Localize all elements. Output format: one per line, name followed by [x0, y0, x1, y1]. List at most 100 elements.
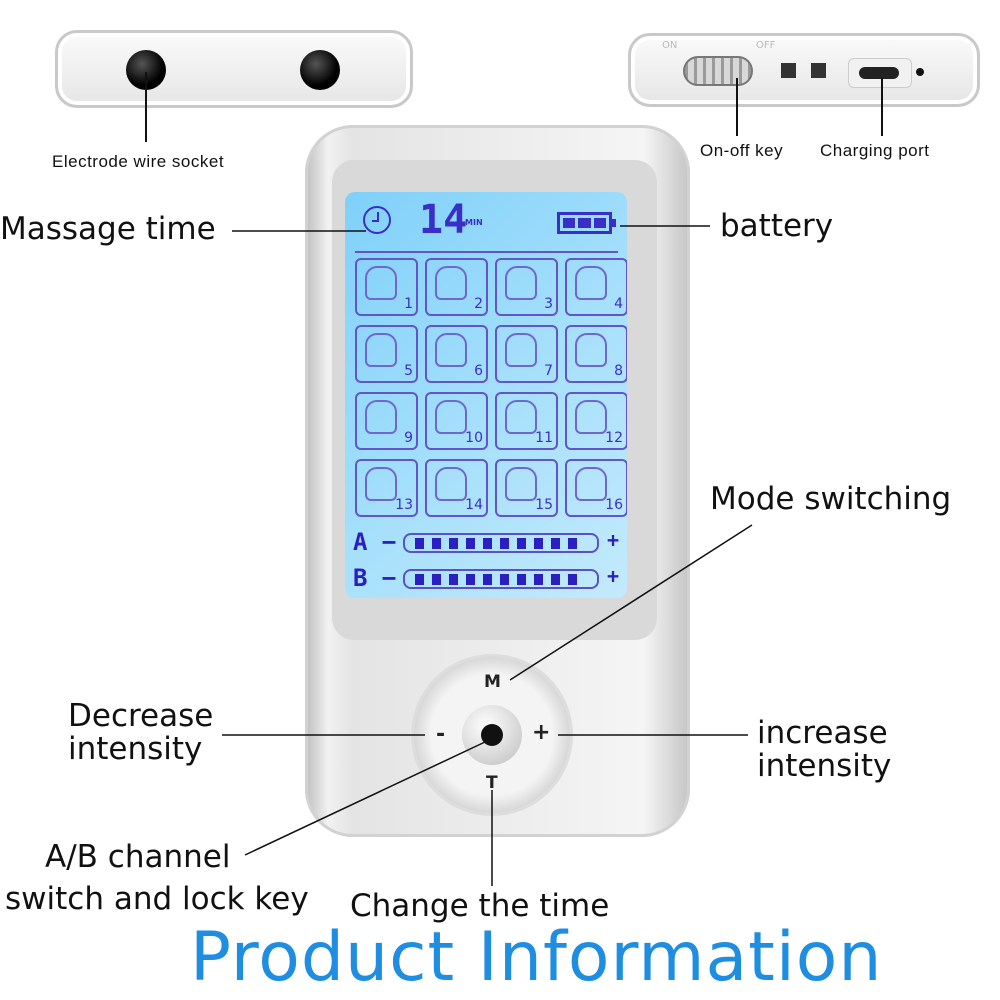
page-title: Product Information — [190, 918, 883, 997]
mode-number: 7 — [544, 363, 553, 379]
mode-number: 1 — [404, 296, 413, 312]
switch-off-label: OFF — [756, 40, 776, 51]
change-time-label: Change the time — [350, 888, 610, 924]
charging-port-label: Charging port — [820, 141, 930, 160]
intensity-segment — [466, 538, 475, 549]
device-top-edge — [55, 30, 413, 108]
timer-unit: MIN — [465, 218, 483, 227]
massage-mode-icon — [365, 266, 397, 300]
massage-mode-icon — [435, 266, 467, 300]
massage-mode-icon — [575, 400, 607, 434]
mode-tile: 4 — [565, 258, 627, 316]
intensity-segment — [551, 574, 560, 585]
massage-mode-icon — [435, 467, 467, 501]
intensity-segment — [449, 538, 458, 549]
header-divider — [355, 251, 618, 253]
mode-tile: 7 — [495, 325, 558, 383]
decrease-line-2: intensity — [68, 731, 203, 767]
mode-number: 9 — [404, 430, 413, 446]
electrode-socket-2 — [300, 50, 340, 90]
mode-tile: 9 — [355, 392, 418, 450]
channel-b-label: B − — [353, 564, 396, 592]
intensity-segment — [415, 538, 424, 549]
timer-value: 14 — [419, 197, 468, 243]
massage-mode-icon — [505, 400, 537, 434]
mode-switching-line — [509, 524, 753, 681]
mode-number: 13 — [395, 497, 413, 513]
callout-line — [145, 72, 147, 142]
mode-number: 8 — [614, 363, 623, 379]
intensity-segment — [432, 574, 441, 585]
channel-b-letter: B — [353, 564, 368, 592]
intensity-segment — [466, 574, 475, 585]
mode-tile: 2 — [425, 258, 488, 316]
channel-a-meter — [403, 533, 599, 553]
reset-hole — [916, 68, 924, 76]
channel-a-letter: A — [353, 528, 368, 556]
mode-button[interactable]: M — [484, 672, 501, 692]
massage-mode-icon — [365, 467, 397, 501]
on-off-key-label: On-off key — [700, 141, 784, 160]
mode-tile: 3 — [495, 258, 558, 316]
increase-line-1: increase — [757, 715, 888, 751]
mode-number: 5 — [404, 363, 413, 379]
massage-mode-icon — [505, 467, 537, 501]
battery-icon — [557, 212, 616, 234]
intensity-segment — [517, 574, 526, 585]
increase-line-2: intensity — [757, 748, 892, 784]
indicator-light-1 — [781, 63, 796, 78]
electrode-socket-label: Electrode wire socket — [52, 152, 225, 171]
intensity-segment — [500, 574, 509, 585]
intensity-segment — [483, 538, 492, 549]
mode-tile: 14 — [425, 459, 488, 517]
indicator-light-2 — [811, 63, 826, 78]
channel-a-label: A − — [353, 528, 396, 556]
intensity-segment — [432, 538, 441, 549]
intensity-segment — [449, 574, 458, 585]
mode-number: 2 — [474, 296, 483, 312]
mode-tile: 16 — [565, 459, 627, 517]
mode-switching-label: Mode switching — [710, 481, 952, 517]
charging-port[interactable] — [848, 58, 912, 88]
massage-mode-icon — [365, 400, 397, 434]
time-button[interactable]: T — [486, 773, 498, 793]
ab-lock-button-dot — [481, 724, 503, 746]
intensity-segment — [517, 538, 526, 549]
ab-channel-line — [244, 741, 486, 856]
channel-b-plus: + — [607, 564, 620, 588]
mode-number: 11 — [535, 430, 553, 446]
mode-tile: 8 — [565, 325, 627, 383]
mode-tile: 13 — [355, 459, 418, 517]
intensity-segment — [534, 574, 543, 585]
mode-number: 3 — [544, 296, 553, 312]
plus-button[interactable]: + — [532, 720, 551, 745]
minus-button[interactable]: - — [436, 722, 446, 747]
massage-time-label: Massage time — [0, 211, 216, 247]
mode-tile: 6 — [425, 325, 488, 383]
ab-channel-label-2: switch and lock key — [5, 881, 309, 917]
mode-number: 6 — [474, 363, 483, 379]
massage-mode-icon — [575, 266, 607, 300]
intensity-segment — [534, 538, 543, 549]
massage-mode-icon — [505, 266, 537, 300]
channel-a-minus: − — [381, 528, 397, 556]
intensity-segment — [500, 538, 509, 549]
mode-tile: 10 — [425, 392, 488, 450]
mode-tile: 5 — [355, 325, 418, 383]
intensity-segment — [415, 574, 424, 585]
mode-number: 12 — [605, 430, 623, 446]
callout-line — [881, 78, 883, 136]
callout-line — [736, 78, 738, 136]
massage-mode-icon — [435, 333, 467, 367]
mode-number: 4 — [614, 296, 623, 312]
mode-number: 15 — [535, 497, 553, 513]
battery-label: battery — [720, 208, 834, 244]
massage-mode-icon — [575, 333, 607, 367]
massage-mode-icon — [575, 467, 607, 501]
on-off-switch[interactable] — [683, 56, 753, 86]
channel-a-plus: + — [607, 528, 620, 552]
intensity-segment — [483, 574, 492, 585]
